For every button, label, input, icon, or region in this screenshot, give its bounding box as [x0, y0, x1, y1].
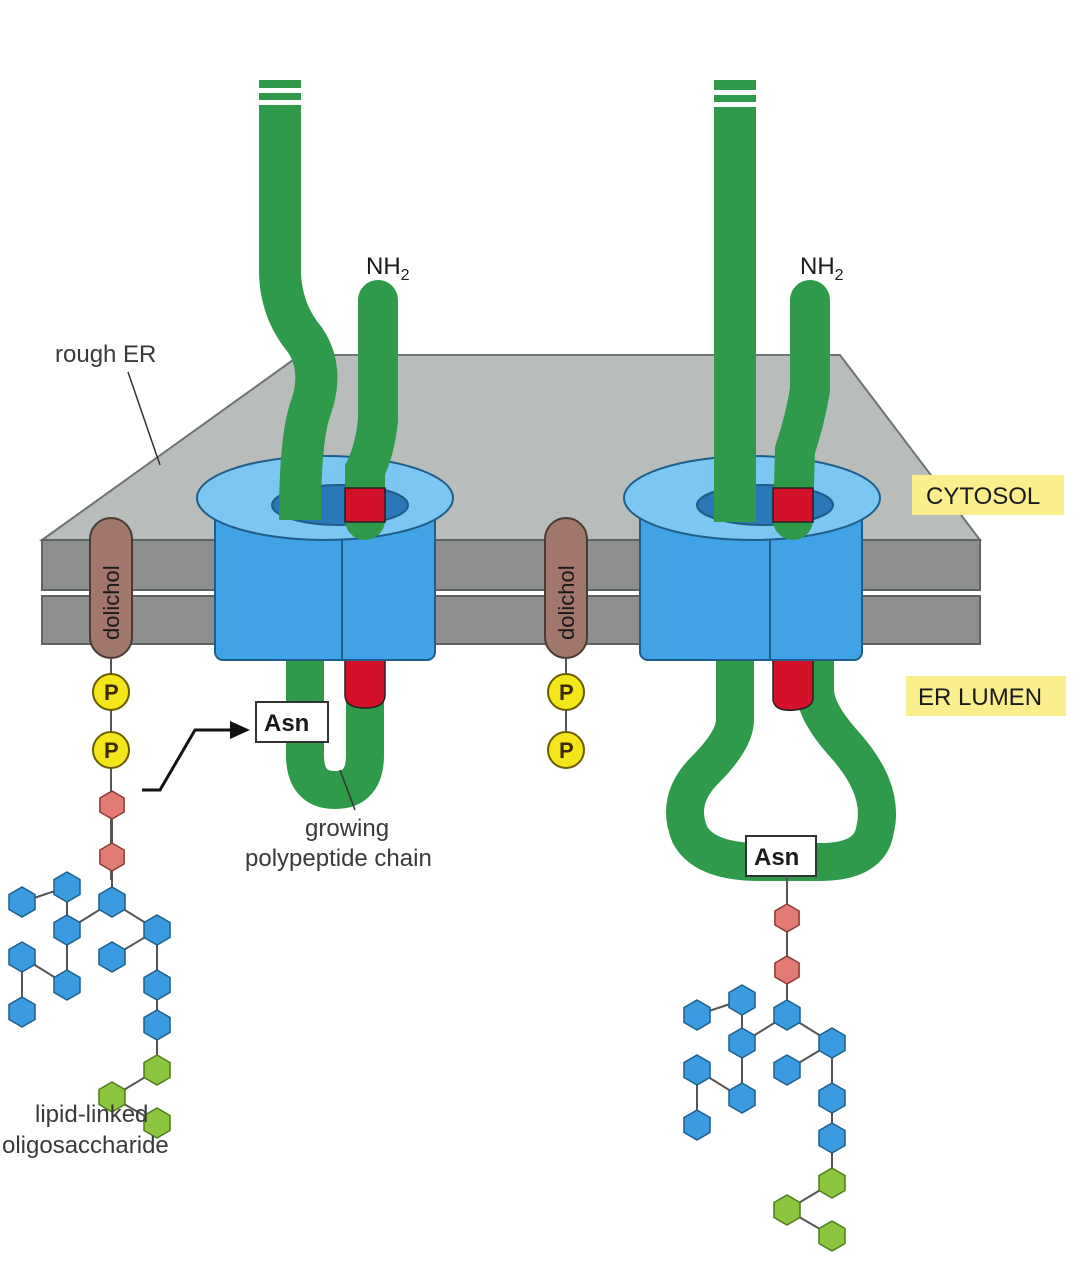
- signal-strand-left: [345, 280, 398, 540]
- signal-sequence-right: [772, 487, 814, 523]
- svg-text:dolichol: dolichol: [99, 565, 124, 640]
- cytosol-label: CYTOSOL: [912, 475, 1064, 515]
- mannose-sugar: [143, 969, 171, 1001]
- svg-text:Asn: Asn: [264, 710, 309, 737]
- llo-label-1: lipid-linked: [35, 1101, 148, 1128]
- mannose-sugar: [53, 871, 81, 903]
- mannose-sugar: [8, 941, 36, 973]
- glucose-sugar: [143, 1107, 171, 1139]
- rough-er-pointer: [127, 371, 161, 466]
- glucose-sugar: [818, 1220, 846, 1252]
- llo-label-2: oligosaccharide: [2, 1132, 169, 1159]
- oligosaccharide-left: [8, 790, 171, 1139]
- svg-text:CYTOSOL: CYTOSOL: [926, 483, 1040, 510]
- signal-sequence-lumen-left: [344, 654, 386, 709]
- rough-er-label: rough ER: [55, 341, 156, 368]
- asn-box-right: Asn: [745, 835, 817, 877]
- mannose-sugar: [683, 1054, 711, 1086]
- dolichol-right: dolichol: [544, 517, 588, 659]
- mannose-sugar: [773, 999, 801, 1031]
- mannose-sugar: [98, 886, 126, 918]
- mannose-sugar: [8, 996, 36, 1028]
- polypeptide-loop-left: [286, 655, 384, 810]
- mannose-sugar: [683, 1109, 711, 1141]
- mannose-sugar: [143, 914, 171, 946]
- svg-text:dolichol: dolichol: [554, 565, 579, 640]
- svg-text:ER LUMEN: ER LUMEN: [918, 684, 1042, 711]
- phosphate-right-2: P: [547, 731, 585, 769]
- er-lumen-label: ER LUMEN: [906, 676, 1066, 716]
- glucose-sugar: [773, 1194, 801, 1226]
- glucose-sugar: [98, 1081, 126, 1113]
- growing-chain-label-1: growing: [305, 815, 389, 842]
- mannose-sugar: [98, 941, 126, 973]
- mannose-sugar: [818, 1122, 846, 1154]
- n-acetylglucosamine-sugar: [774, 955, 800, 985]
- asn-box-left: Asn: [255, 701, 329, 743]
- oligosaccharide-right: [683, 903, 846, 1252]
- nascent-chain-left: [259, 80, 338, 521]
- glucose-sugar: [818, 1167, 846, 1199]
- svg-text:P: P: [559, 680, 574, 705]
- signal-sequence-left: [344, 487, 386, 523]
- svg-text:P: P: [559, 738, 574, 763]
- transfer-arrow: [142, 728, 232, 792]
- mannose-sugar: [728, 1027, 756, 1059]
- signal-strand-right: [773, 280, 830, 540]
- n-acetylglucosamine-sugar: [99, 790, 125, 820]
- mannose-sugar: [773, 1054, 801, 1086]
- growing-chain-label-2: polypeptide chain: [245, 845, 432, 872]
- phosphate-right-1: P: [547, 673, 585, 711]
- nh2-label-right: NH2: [800, 253, 844, 284]
- mannose-sugar: [53, 914, 81, 946]
- n-acetylglucosamine-sugar: [99, 842, 125, 872]
- phosphate-left-2: P: [92, 731, 130, 769]
- glucose-sugar: [143, 1054, 171, 1086]
- translocon-right: [623, 80, 896, 881]
- mannose-sugar: [818, 1082, 846, 1114]
- mannose-sugar: [728, 1082, 756, 1114]
- polypeptide-loop-right: [666, 660, 896, 881]
- mannose-sugar: [818, 1027, 846, 1059]
- mannose-sugar: [8, 886, 36, 918]
- mannose-sugar: [53, 969, 81, 1001]
- dolichol-left: dolichol: [89, 517, 133, 659]
- mannose-sugar: [728, 984, 756, 1016]
- phosphate-left-1: P: [92, 673, 130, 711]
- translocon-left: [196, 80, 454, 810]
- nh2-label-left: NH2: [366, 253, 410, 284]
- n-acetylglucosamine-sugar: [774, 903, 800, 933]
- svg-text:Asn: Asn: [754, 844, 799, 871]
- svg-text:P: P: [104, 680, 119, 705]
- growing-chain-pointer: [339, 769, 356, 811]
- svg-text:P: P: [104, 738, 119, 763]
- mannose-sugar: [143, 1009, 171, 1041]
- mannose-sugar: [683, 999, 711, 1031]
- signal-sequence-lumen-right: [772, 659, 814, 712]
